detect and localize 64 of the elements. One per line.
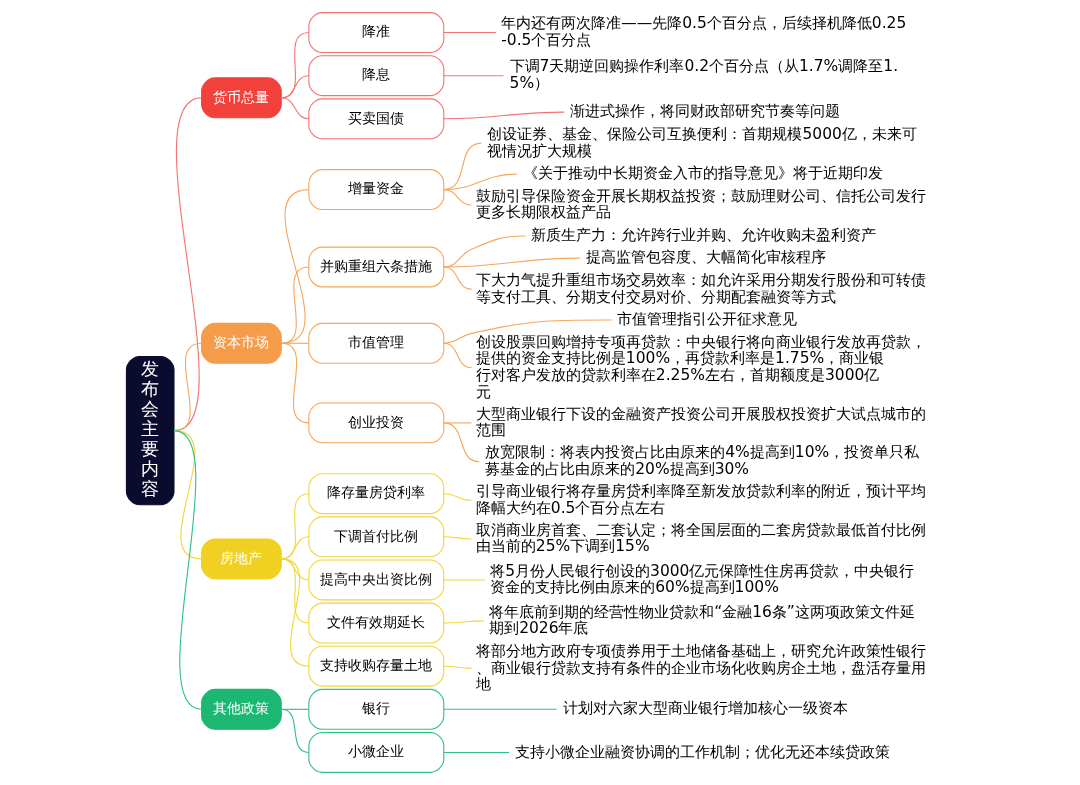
connector [443, 708, 558, 710]
node-text: 《关于推动中长期资金入市的指导意见》将于近期印发 [522, 164, 883, 183]
node-box: 文件有效期延长 [308, 602, 445, 644]
node-text: 新质生产力：允许跨行业并购、允许收购未盈利资产 [531, 226, 877, 245]
connector [443, 266, 472, 290]
node-box: 资本市场 [201, 322, 282, 364]
connector [280, 266, 310, 344]
connector [443, 111, 565, 120]
connector [280, 558, 310, 667]
connector [280, 342, 310, 424]
connector [443, 579, 486, 581]
connector [443, 422, 480, 463]
node-box: 降息 [308, 55, 445, 97]
node-box: 降存量房贷利率 [308, 473, 445, 515]
node-box: 小微企业 [308, 732, 445, 773]
node-box: 创业投资 [308, 402, 445, 444]
node-text: 引导商业银行将存量房贷利率降至新发放贷款利率的附近，预计平均降幅大约在0.5个百分点左右 [475, 482, 926, 517]
connector [280, 189, 310, 344]
connector [443, 257, 581, 268]
node-text: 将年底前到期的经营性物业贷款和“金融16条”这两项政策文件延期到2026年底 [489, 602, 915, 638]
node-box: 降准 [308, 12, 445, 53]
connector [443, 189, 472, 206]
node-box: 支持收购存量土地 [308, 645, 445, 687]
connector [173, 97, 203, 432]
node-box: 发布会主要内容 [125, 356, 175, 506]
node-text: 取消商业房首套、二套认定；将全国层面的二套房贷款最低首付比例由当前的25%下调到15% [475, 520, 926, 556]
node-text: 提高监管包容度、大幅简化审核程序 [585, 248, 826, 267]
node-text: 放宽限制：将表内投资占比由原来的4%提高到10%，投资单只私募基金的占比由原来的20%提高到30% [485, 443, 920, 478]
node-text: 计划对六家大型商业银行增加核心一级资本 [562, 699, 848, 718]
connector [280, 708, 310, 753]
node-text: 将部分地方政府专项债券用于土地储备基础上，研究允许政策性银行、商业银行贷款支持有条件的企业市场化收购房企土地，盘活存量用地 [475, 641, 926, 694]
node-box: 增量资金 [308, 169, 445, 211]
connector [443, 665, 472, 669]
node-box: 房地产 [201, 538, 282, 580]
node-text: 下大力气提升重组市场交易效率：如允许采用分期发行股份和可转债等支付工具、分期支付交易对价、分期配套融资等方式 [475, 270, 926, 306]
node-text: 鼓励引导保险资金开展长期权益投资；鼓励理财公司、信托公司发行更多长期限权益产品 [475, 186, 926, 222]
node-box: 其他政策 [201, 688, 282, 730]
connector [443, 319, 613, 344]
node-text: 支持小微企业融资协调的工作机制；优化无还本续贷政策 [515, 742, 891, 761]
node-box: 并购重组六条措施 [308, 246, 445, 288]
connector [443, 536, 472, 540]
node-box: 银行 [308, 688, 445, 730]
node-text: 下调7天期逆回购操作利率0.2个百分点（从1.7%调降至1.5%） [509, 57, 899, 93]
connector [443, 422, 472, 424]
connector [443, 342, 472, 369]
node-box: 市值管理 [308, 322, 445, 364]
connector [173, 430, 203, 710]
connector [443, 75, 505, 77]
node-text: 将5月份人民银行创设的3000亿元保障性住房再贷款，中央银行资金的支持比例由原来的60%提高到100% [490, 561, 915, 597]
connector [280, 97, 310, 120]
connector [443, 32, 497, 34]
connector [443, 620, 485, 624]
node-box: 提高中央出资比例 [308, 559, 445, 601]
node-box: 货币总量 [201, 77, 282, 119]
node-box: 下调首付比例 [308, 516, 445, 558]
node-text: 市值管理指引公开征求意见 [617, 310, 798, 329]
connector [443, 493, 472, 501]
node-box: 买卖国债 [308, 98, 445, 140]
node-text: 创设股票回购增持专项再贷款：中央银行将向商业银行发放再贷款，提供的资金支持比例是100%，再贷款利率是1.75%，商业银行对客户发放的贷款利率在2.25%左右，首期额度是3000亿元 [475, 332, 926, 401]
node-text: 年内还有两次降准——先降0.5个百分点，后续择机降低0.25-0.5个百分点 [501, 14, 907, 49]
connector [443, 751, 510, 753]
node-text: 大型商业银行下设的金融资产投资公司开展股权投资扩大试点城市的范围 [475, 404, 926, 440]
node-text: 渐进式操作，将同财政部研究节奏等问题 [570, 102, 841, 121]
node-text: 创设证券、基金、保险公司互换便利：首期规模5000亿，未来可视情况扩大规模 [487, 124, 917, 160]
